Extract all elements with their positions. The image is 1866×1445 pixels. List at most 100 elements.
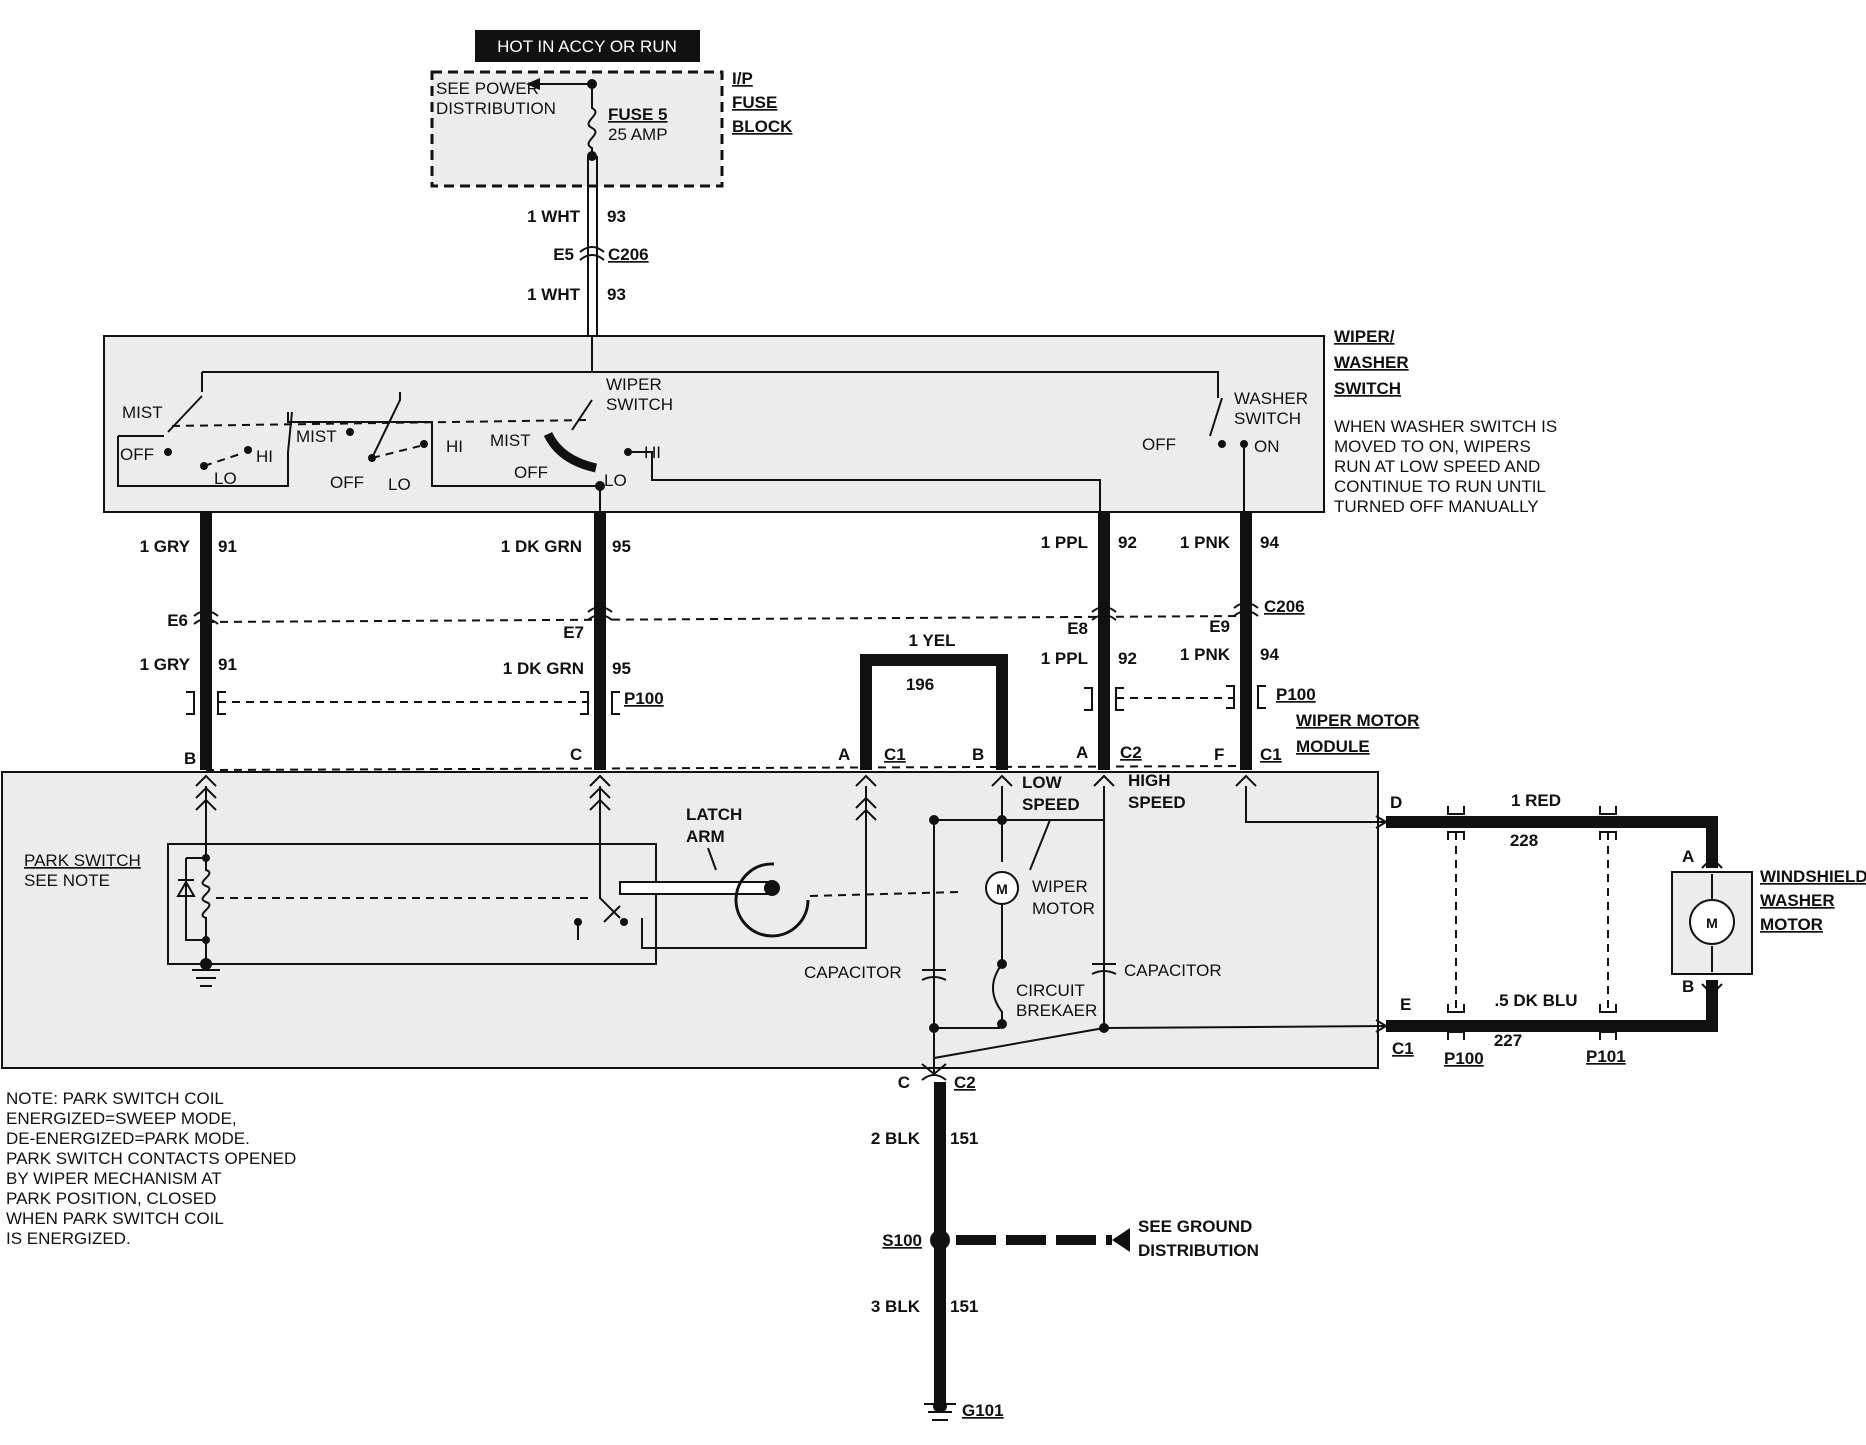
w94-label-bottom: 1 PNK	[1180, 645, 1231, 664]
washer-motor-title-2: WASHER	[1760, 891, 1835, 910]
washer-pin-b: B	[1682, 977, 1694, 996]
pin-a-c2-chevron-icon	[1093, 774, 1115, 787]
lo-label-2: LO	[388, 475, 411, 494]
p100-label-right: P100	[1276, 685, 1316, 704]
pin-d-label: D	[1390, 793, 1402, 812]
c1-label-a: C1	[884, 745, 906, 764]
breaker-label-2: BREKAER	[1016, 1001, 1097, 1020]
wiper-switch-label-1: WIPER	[606, 375, 662, 394]
park-switch-label-2: SEE NOTE	[24, 871, 110, 890]
hot-label: HOT IN ACCY OR RUN	[497, 37, 677, 56]
coil-dot-top	[202, 854, 210, 862]
fuse-label-2: 25 AMP	[608, 125, 668, 144]
w151a-label: 2 BLK	[871, 1129, 921, 1148]
s100-splice-dot	[930, 1230, 950, 1250]
high-speed-label-1: HIGH	[1128, 771, 1171, 790]
wiper-motor-symbol: M	[996, 881, 1008, 897]
washer-motor-title-3: MOTOR	[1760, 915, 1823, 934]
c2-label-ground: C2	[954, 1073, 976, 1092]
capacitor-left-icon	[921, 820, 947, 1028]
internal-to-e	[1103, 1025, 1387, 1029]
pin-b-91: B	[184, 749, 196, 768]
fuse-bottom-dot	[587, 151, 597, 161]
w91-label-bottom: 1 GRY	[140, 655, 191, 674]
junction-dot	[929, 1023, 939, 1033]
fuse-block-title-3: BLOCK	[732, 117, 793, 136]
cam-icon	[734, 862, 810, 938]
ground-dot	[200, 958, 212, 970]
pin-b-196: B	[972, 745, 984, 764]
wws-title-2: WASHER	[1334, 353, 1409, 372]
pin-a-196: A	[838, 745, 850, 764]
pin-a-92: A	[1076, 743, 1088, 762]
c227-label: 227	[1494, 1031, 1522, 1050]
high-speed-label-2: SPEED	[1128, 793, 1186, 812]
c1-label-f: C1	[1260, 745, 1282, 764]
wiper-washer-switch-box	[103, 335, 1325, 513]
latch-label-1: LATCH	[686, 805, 742, 824]
c91-label-bottom: 91	[218, 655, 237, 674]
park-contact-dot	[620, 918, 628, 926]
washer-motor-icon	[1689, 899, 1735, 945]
note-line-5: BY WIPER MECHANISM AT	[6, 1169, 222, 1188]
low-speed-label-1: LOW	[1022, 773, 1063, 792]
fuse-label-1: FUSE 5	[608, 105, 668, 124]
switch-mid-return	[287, 412, 600, 487]
c1-label-e: C1	[1392, 1039, 1414, 1058]
e6-label: E6	[167, 611, 188, 630]
p100-label-bottom: P100	[1444, 1049, 1484, 1068]
c206-dashed-line	[205, 615, 1247, 623]
washer-motor-title-1: WINDSHIELD	[1760, 867, 1866, 886]
low-speed-label-2: SPEED	[1022, 795, 1080, 814]
switch-hi-line-92	[628, 451, 1101, 512]
switch-left-loop	[117, 411, 293, 487]
w151b-label: 3 BLK	[871, 1297, 921, 1316]
washer-switch-label-2: SWITCH	[1234, 409, 1301, 428]
note-line-8: IS ENERGIZED.	[6, 1229, 131, 1248]
latch-label-2: ARM	[686, 827, 725, 846]
c2-label-a: C2	[1120, 743, 1142, 762]
w196-label: 1 YEL	[909, 631, 956, 650]
washer-off-label: OFF	[1142, 435, 1176, 454]
s100-label: S100	[882, 1231, 922, 1250]
wire-196	[860, 654, 1008, 770]
w92-label-bottom: 1 PPL	[1041, 649, 1088, 668]
note-line-1: NOTE: PARK SWITCH COIL	[6, 1089, 224, 1108]
wiper-switch-blade	[571, 399, 593, 431]
w95-label-top: 1 DK GRN	[501, 537, 582, 556]
junction-dot	[929, 815, 939, 825]
w227-label: .5 DK BLU	[1494, 991, 1577, 1010]
pin-f-94: F	[1214, 745, 1224, 764]
p100-label-left: P100	[624, 689, 664, 708]
internal-196-a	[641, 786, 867, 949]
feed-conn-name: C206	[608, 245, 649, 264]
junction-dot	[1099, 1023, 1109, 1033]
see-ground-label-2: DISTRIBUTION	[1138, 1241, 1259, 1260]
park-switch-contacts-icon	[577, 905, 621, 940]
mist-label-3: MIST	[490, 431, 531, 450]
breaker-bottom-dot	[997, 1019, 1007, 1029]
washer-on-label: ON	[1254, 437, 1280, 456]
cam-pivot-dot	[764, 880, 780, 896]
p100-bracket-icon	[1447, 1004, 1465, 1040]
c2-connector-icon	[921, 1074, 947, 1081]
capacitor-right-icon	[1091, 960, 1117, 975]
module-title-1: WIPER MOTOR	[1296, 711, 1419, 730]
c228-label: 228	[1510, 831, 1538, 850]
w91-label-top: 1 GRY	[140, 537, 191, 556]
switch-lo-hi-link	[203, 453, 241, 467]
switch-mid-blade	[371, 392, 401, 459]
hot-label-box	[475, 30, 700, 62]
feed-conn-pin: E5	[553, 245, 574, 264]
fuse-symbol-icon	[587, 84, 597, 156]
wws-note-2: MOVED TO ON, WIPERS	[1334, 437, 1531, 456]
c94-label-bottom: 94	[1260, 645, 1279, 664]
hi-label-3: HI	[644, 443, 661, 462]
washer-switch-blade	[1209, 397, 1223, 437]
c151b-label: 151	[950, 1297, 978, 1316]
c94-label-top: 94	[1260, 533, 1279, 552]
feed-circuit-top-label: 93	[607, 207, 626, 226]
c95-label-top: 95	[612, 537, 631, 556]
